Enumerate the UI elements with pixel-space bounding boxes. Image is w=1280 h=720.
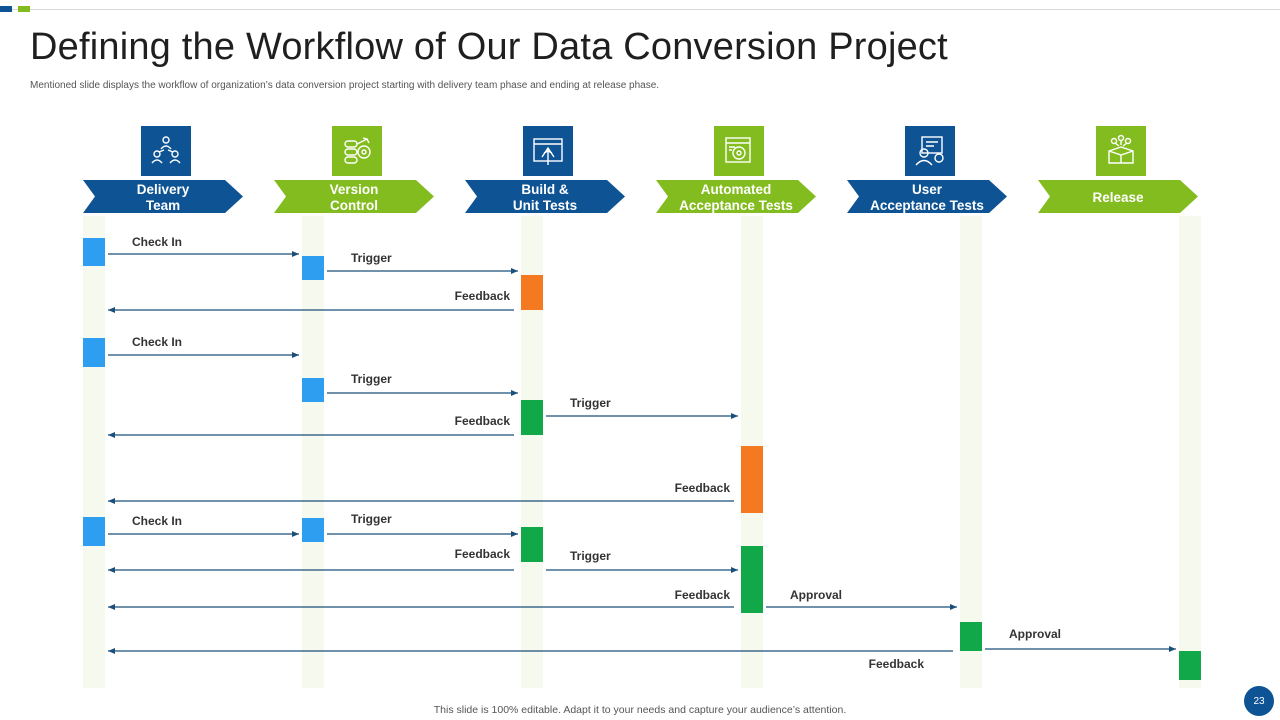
message-label: Trigger xyxy=(351,251,392,265)
message-label: Trigger xyxy=(351,512,392,526)
activation-block xyxy=(741,446,763,513)
message-label: Approval xyxy=(1009,627,1061,641)
phase-label: Release xyxy=(1092,190,1144,205)
lifeline-2 xyxy=(302,216,324,688)
phase-chevron xyxy=(1038,180,1198,213)
message-label: Feedback xyxy=(675,481,731,495)
message-label: Feedback xyxy=(675,588,731,602)
top-accent-blue xyxy=(0,6,12,12)
activation-block xyxy=(302,378,324,402)
phase-label: Unit Tests xyxy=(513,198,577,213)
slide-footer: This slide is 100% editable. Adapt it to… xyxy=(433,704,847,716)
release-icon xyxy=(1108,134,1134,164)
top-rule xyxy=(0,9,1280,10)
message-label: Feedback xyxy=(455,547,511,561)
user-test-icon xyxy=(915,136,944,166)
message-label: Approval xyxy=(790,588,842,602)
phase-label: Build & xyxy=(521,182,568,197)
activation-block xyxy=(521,275,543,310)
activation-block xyxy=(83,238,105,266)
activation-block xyxy=(83,338,105,367)
activation-block xyxy=(521,527,543,562)
team-icon xyxy=(151,136,181,164)
activation-block xyxy=(521,400,543,435)
phase-label: Team xyxy=(146,198,180,213)
phase-label: User xyxy=(912,182,943,197)
message-label: Trigger xyxy=(351,372,392,386)
phase-chevron xyxy=(274,180,434,213)
phase-chevron xyxy=(656,180,816,213)
top-accent-green xyxy=(18,6,30,12)
activation-block xyxy=(302,256,324,280)
lifeline-1 xyxy=(83,216,105,688)
message-label: Feedback xyxy=(455,414,511,428)
lifeline-5 xyxy=(960,216,982,688)
phase-label: Acceptance Tests xyxy=(870,198,984,213)
phase-label: Acceptance Tests xyxy=(679,198,793,213)
page-number-badge: 23 xyxy=(1244,686,1274,716)
version-control-icon xyxy=(344,137,371,164)
activation-block xyxy=(302,518,324,542)
phase-icon-box xyxy=(141,126,191,176)
automated-test-icon xyxy=(725,137,751,163)
message-label: Check In xyxy=(132,514,182,528)
phase-chevron xyxy=(83,180,243,213)
message-label: Feedback xyxy=(455,289,511,303)
activation-block xyxy=(960,622,982,651)
lifeline-6 xyxy=(1179,216,1201,688)
phase-label: Version xyxy=(330,182,379,197)
activation-block xyxy=(741,546,763,613)
phase-label: Control xyxy=(330,198,378,213)
message-label: Feedback xyxy=(869,657,925,671)
phase-chevron xyxy=(847,180,1007,213)
phase-label: Delivery xyxy=(137,182,190,197)
slide-title: Defining the Workflow of Our Data Conver… xyxy=(30,26,948,68)
phase-chevron xyxy=(465,180,625,213)
slide-subtitle: Mentioned slide displays the workflow of… xyxy=(30,80,660,91)
activation-block xyxy=(1179,651,1201,680)
message-label: Trigger xyxy=(570,549,611,563)
phase-label: Automated xyxy=(701,182,772,197)
build-icon xyxy=(533,138,563,165)
lifeline-3 xyxy=(521,216,543,688)
message-label: Trigger xyxy=(570,396,611,410)
phase-icon-box xyxy=(905,126,955,176)
phase-icon-box xyxy=(1096,126,1146,176)
activation-block xyxy=(83,517,105,546)
message-label: Check In xyxy=(132,335,182,349)
message-label: Check In xyxy=(132,235,182,249)
